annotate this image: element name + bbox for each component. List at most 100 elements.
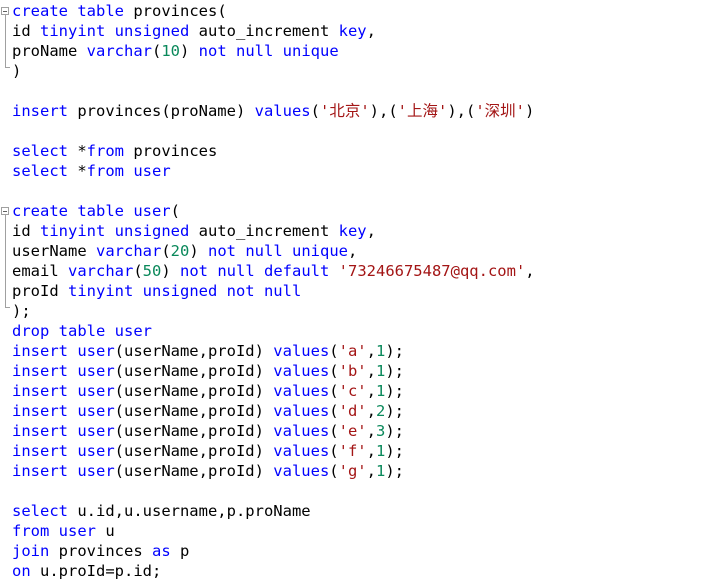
- code-token: (userName,proId): [114, 442, 274, 460]
- code-token: );: [385, 442, 404, 460]
- code-line[interactable]: [12, 121, 535, 141]
- code-line[interactable]: id tinyint unsigned auto_increment key,: [12, 221, 535, 241]
- code-token: 1: [375, 382, 386, 400]
- code-token: not null default: [180, 262, 339, 280]
- code-token: 1: [375, 462, 386, 480]
- code-token: values: [273, 342, 330, 360]
- code-line[interactable]: select u.id,u.username,p.proName: [12, 501, 535, 521]
- fold-gutter: [0, 0, 12, 587]
- fold-end-marker: [5, 307, 10, 308]
- code-line[interactable]: [12, 481, 535, 501]
- fold-toggle-icon[interactable]: [1, 207, 9, 215]
- code-line[interactable]: [12, 181, 535, 201]
- code-token: u: [105, 522, 115, 540]
- code-token: 3: [375, 422, 386, 440]
- code-token: ,: [366, 382, 376, 400]
- code-line[interactable]: email varchar(50) not null default '7324…: [12, 261, 535, 281]
- code-token: 1: [375, 442, 386, 460]
- code-line[interactable]: select *from provinces: [12, 141, 535, 161]
- code-token: );: [385, 402, 404, 420]
- code-token: ,: [366, 22, 376, 40]
- code-line[interactable]: insert user(userName,proId) values('b',1…: [12, 361, 535, 381]
- code-token: );: [385, 462, 404, 480]
- code-token: (: [329, 342, 339, 360]
- code-token: ,: [366, 342, 376, 360]
- code-token: ): [161, 262, 181, 280]
- code-line[interactable]: create table provinces(: [12, 1, 535, 21]
- code-token: (: [329, 462, 339, 480]
- code-line[interactable]: create table user(: [12, 201, 535, 221]
- code-token: select: [12, 142, 78, 160]
- code-token: );: [12, 302, 31, 320]
- code-line[interactable]: join provinces as p: [12, 541, 535, 561]
- code-line[interactable]: insert user(userName,proId) values('c',1…: [12, 381, 535, 401]
- code-token: proName: [12, 42, 87, 60]
- code-token: ): [12, 62, 22, 80]
- code-line[interactable]: proId tinyint unsigned not null: [12, 281, 535, 301]
- code-token: (userName,proId): [114, 362, 274, 380]
- code-token: u.id,u.username,p.proName: [77, 502, 311, 520]
- code-token: drop table user: [12, 322, 152, 340]
- code-line[interactable]: insert user(userName,proId) values('d',2…: [12, 401, 535, 421]
- code-token: varchar: [68, 262, 134, 280]
- code-line[interactable]: [12, 81, 535, 101]
- code-token: varchar: [96, 242, 162, 260]
- code-token: ,: [366, 462, 376, 480]
- code-token: insert user: [12, 442, 115, 460]
- code-token: values: [273, 402, 330, 420]
- code-token: key: [338, 22, 367, 40]
- code-token: *: [77, 142, 87, 160]
- code-line[interactable]: select *from user: [12, 161, 535, 181]
- code-token: 50: [142, 262, 162, 280]
- code-token: (userName,proId): [114, 462, 274, 480]
- code-token: auto_increment: [198, 222, 339, 240]
- code-token: );: [385, 382, 404, 400]
- code-line[interactable]: id tinyint unsigned auto_increment key,: [12, 21, 535, 41]
- code-text[interactable]: create table provinces(id tinyint unsign…: [12, 1, 535, 581]
- code-token: );: [385, 342, 404, 360]
- code-token: as: [152, 542, 180, 560]
- code-line[interactable]: ): [12, 61, 535, 81]
- code-token: from user: [86, 162, 171, 180]
- code-line[interactable]: on u.proId=p.id;: [12, 561, 535, 581]
- code-token: select: [12, 502, 78, 520]
- code-token: provinces: [58, 542, 152, 560]
- code-token: (: [161, 242, 171, 260]
- code-line[interactable]: from user u: [12, 521, 535, 541]
- code-token: key: [338, 222, 367, 240]
- code-line[interactable]: );: [12, 301, 535, 321]
- code-token: from user: [12, 522, 106, 540]
- fold-guide: [5, 215, 6, 307]
- code-token: (: [329, 402, 339, 420]
- code-line[interactable]: insert user(userName,proId) values('a',1…: [12, 341, 535, 361]
- code-token: insert user: [12, 462, 115, 480]
- code-token: (: [329, 422, 339, 440]
- code-line[interactable]: insert user(userName,proId) values('f',1…: [12, 441, 535, 461]
- code-token: *: [77, 162, 87, 180]
- code-token: create table: [12, 2, 134, 20]
- code-line[interactable]: userName varchar(20) not null unique,: [12, 241, 535, 261]
- fold-toggle-icon[interactable]: [1, 7, 9, 15]
- code-line[interactable]: insert provinces(proName) values('北京'),(…: [12, 101, 535, 121]
- code-token: ,: [366, 442, 376, 460]
- code-token: create table user: [12, 202, 171, 220]
- code-token: 'b': [338, 362, 367, 380]
- code-token: id: [12, 22, 40, 40]
- code-token: on: [12, 562, 40, 580]
- code-token: (userName,proId): [114, 402, 274, 420]
- code-token: insert user: [12, 402, 115, 420]
- code-token: ,: [366, 422, 376, 440]
- code-token: userName: [12, 242, 96, 260]
- code-token: (: [170, 202, 180, 220]
- code-line[interactable]: insert user(userName,proId) values('g',1…: [12, 461, 535, 481]
- code-token: (userName,proId): [114, 422, 274, 440]
- code-token: ,: [348, 242, 358, 260]
- code-token: ,: [525, 262, 535, 280]
- code-line[interactable]: proName varchar(10) not null unique: [12, 41, 535, 61]
- code-line[interactable]: drop table user: [12, 321, 535, 341]
- fold-end-marker: [5, 67, 10, 68]
- code-line[interactable]: insert user(userName,proId) values('e',3…: [12, 421, 535, 441]
- code-token: ),(: [369, 102, 398, 120]
- code-token: values: [273, 442, 330, 460]
